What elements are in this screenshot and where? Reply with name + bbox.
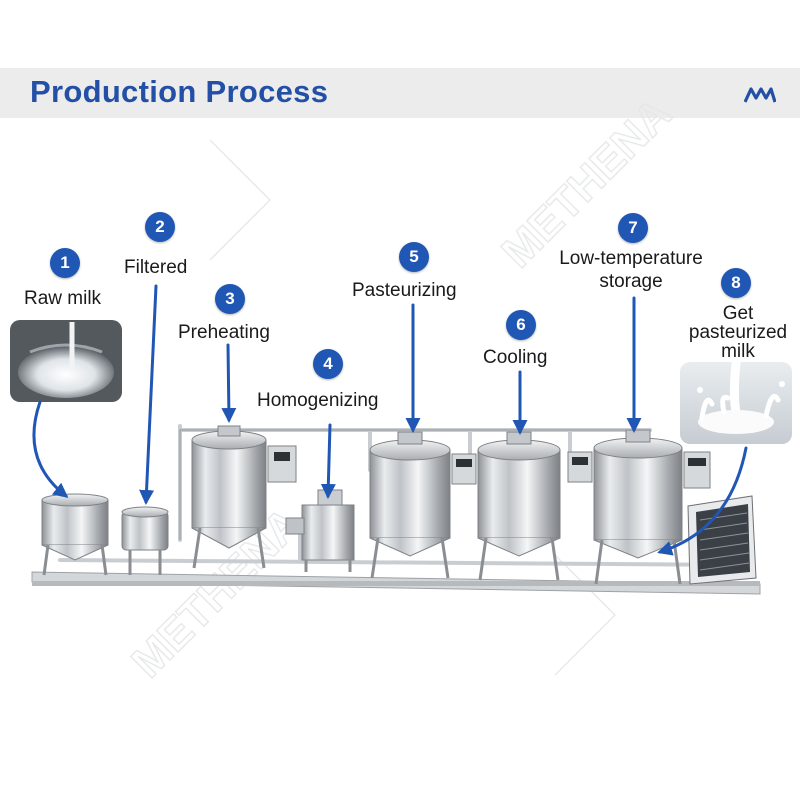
arrow-8 [657,446,748,556]
step-7-label: Low-temperature storage [548,248,714,292]
watermark: METHENA METHENA [122,88,682,688]
milk-splash-photo [680,359,792,444]
step-3-badge: 3 [215,284,245,314]
step-4-badge: 4 [313,349,343,379]
raw-milk-photo [10,320,122,402]
raw-milk-tank [41,493,109,576]
header-bar [0,68,800,118]
step-1-label: Raw milk [24,288,102,309]
arrow-4 [320,423,336,499]
arrow-3 [221,343,237,423]
step-8-label-line2: pasteurized [688,322,788,343]
step-7-label-line2: storage [599,271,663,292]
arrow-2 [139,284,158,505]
homogenizer [285,489,355,572]
arrow-1 [32,400,69,498]
storage-tank [593,429,711,585]
step-2-badge: 2 [145,212,175,242]
step-6-badge: 6 [506,310,536,340]
step-5-label: Pasteurizing [352,280,457,301]
metheno-logo-icon [744,87,776,103]
step-4-label: Homogenizing [257,390,379,411]
step-6-label: Cooling [483,347,548,368]
page-title: Production Process [30,74,329,109]
step-8-label-line3: milk [721,341,755,362]
preheating-tank [191,425,297,569]
step-2-label: Filtered [124,257,188,278]
step-3-label: Preheating [178,322,270,343]
step-8-label-line1: Get [722,303,754,324]
pasteurizing-tank [369,431,477,579]
step-5-badge: 5 [399,242,429,272]
step-7-badge: 7 [618,213,648,243]
step-8-badge: 8 [721,268,751,298]
cooling-tank [477,431,593,581]
flow-arrows [32,284,748,556]
filter-unit [121,506,169,575]
step-8-label: Get pasteurized milk [680,304,796,361]
step-1-badge: 1 [50,248,80,278]
step-7-label-line1: Low-temperature [559,248,703,269]
base-platform [31,571,761,595]
